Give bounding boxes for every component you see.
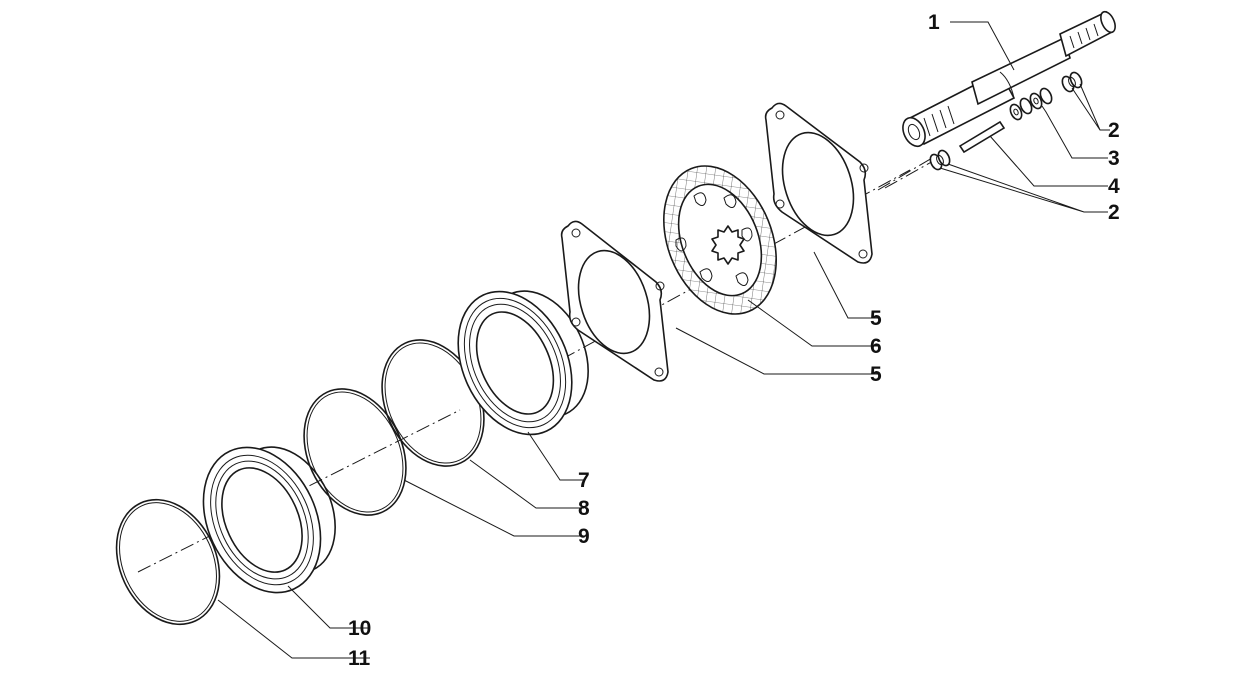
part-11-snap-ring bbox=[115, 498, 221, 626]
callout-8: 8 bbox=[578, 497, 590, 520]
callout-9: 9 bbox=[578, 525, 590, 548]
part-2-springs-upper bbox=[1061, 71, 1083, 93]
part-2-springs-lower bbox=[929, 149, 951, 171]
callout-6: 6 bbox=[870, 335, 882, 358]
callout-2-lower: 2 bbox=[1108, 201, 1120, 224]
callout-3: 3 bbox=[1108, 147, 1120, 170]
part-5-separator-plate-upper bbox=[764, 102, 873, 264]
callout-4: 4 bbox=[1108, 175, 1120, 198]
callout-2-upper: 2 bbox=[1108, 119, 1120, 142]
part-10-housing-ring bbox=[202, 446, 336, 594]
part-1-splined-shaft bbox=[902, 10, 1116, 148]
part-9-o-ring bbox=[303, 388, 407, 516]
callout-10: 10 bbox=[348, 617, 371, 640]
part-5-separator-plate-lower bbox=[560, 220, 669, 382]
callout-5-upper: 5 bbox=[870, 307, 882, 330]
part-4-pin bbox=[958, 120, 1006, 154]
part-3-washers bbox=[1009, 87, 1053, 121]
callout-11: 11 bbox=[348, 647, 371, 670]
callout-1: 1 bbox=[928, 11, 940, 34]
callout-labels: 1 2 3 4 2 5 6 5 7 8 9 10 11 bbox=[348, 11, 1120, 670]
callout-5-lower: 5 bbox=[870, 363, 882, 386]
part-7-piston bbox=[457, 290, 589, 436]
leader-lines bbox=[217, 21, 1110, 659]
part-6-friction-disc bbox=[663, 165, 777, 315]
callout-7: 7 bbox=[578, 469, 590, 492]
